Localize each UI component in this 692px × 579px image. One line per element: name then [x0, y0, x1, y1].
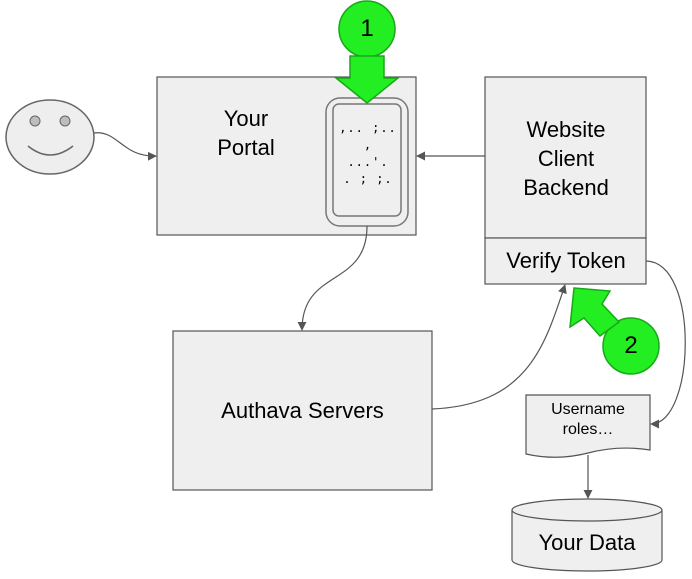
user-to-portal-arrow [93, 132, 157, 161]
step1-arrow [333, 55, 401, 104]
authava-to-verify-arrow [431, 284, 567, 410]
backend-box [484, 76, 647, 239]
user-smiley-icon [5, 99, 95, 175]
step1-circle [338, 0, 396, 58]
phone-icon [325, 97, 409, 227]
your-data-cylinder [511, 498, 663, 572]
authava-servers-box [172, 330, 433, 491]
step2-circle [602, 317, 660, 375]
phone-to-authava-arrow [297, 225, 368, 331]
step2-arrow [569, 287, 621, 338]
token-document-shape [525, 394, 651, 458]
verify-token-box [484, 237, 647, 285]
verify-to-token-arrow [645, 260, 686, 429]
